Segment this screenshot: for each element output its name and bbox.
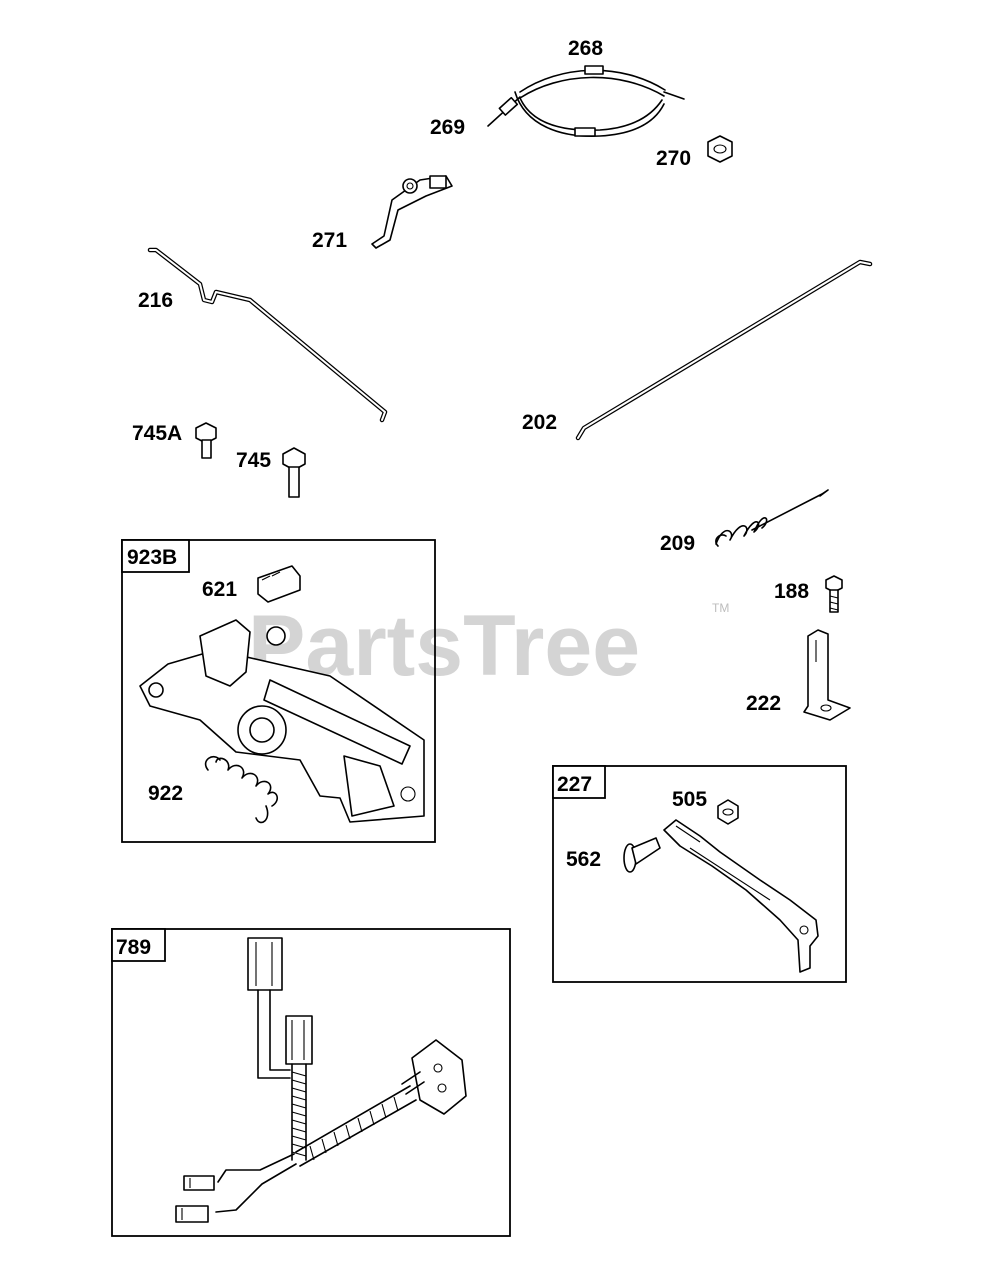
callout-202: 202	[522, 411, 557, 434]
part-202-rod[interactable]	[575, 259, 873, 441]
part-271-bracket[interactable]	[371, 175, 453, 249]
part-222-bracket[interactable]	[803, 629, 851, 721]
part-621-switch[interactable]	[257, 565, 301, 603]
callout-222: 222	[746, 692, 781, 715]
callout-188: 188	[774, 580, 809, 603]
group-923B-label: 923B	[127, 546, 177, 569]
part-505-nut[interactable]	[717, 799, 739, 825]
part-562-rivet[interactable]	[623, 837, 661, 873]
callout-505: 505	[672, 788, 707, 811]
callout-621: 621	[202, 578, 237, 601]
part-269-cable-end[interactable]	[487, 96, 521, 127]
callout-745A: 745A	[132, 422, 182, 445]
callout-562: 562	[566, 848, 601, 871]
callout-270: 270	[656, 147, 691, 170]
part-216-rod[interactable]	[147, 247, 388, 423]
group-789-frame	[111, 928, 511, 1237]
part-789-wire-harness[interactable]	[175, 937, 467, 1223]
group-227-tag	[552, 765, 606, 799]
part-268-cable[interactable]	[514, 65, 685, 137]
part-745A-bolt[interactable]	[195, 422, 217, 459]
part-270-nut[interactable]	[707, 135, 733, 163]
callout-268: 268	[568, 37, 603, 60]
group-789-label: 789	[116, 936, 151, 959]
part-209-spring[interactable]	[715, 489, 829, 547]
callout-269: 269	[430, 116, 465, 139]
part-227-lever[interactable]	[663, 819, 819, 973]
group-923B-frame	[121, 539, 436, 843]
group-789-tag	[111, 928, 166, 962]
part-745-bolt[interactable]	[282, 447, 306, 498]
callout-922: 922	[148, 782, 183, 805]
group-227-frame	[552, 765, 847, 983]
trademark: TM	[712, 601, 729, 615]
group-227-label: 227	[557, 773, 592, 796]
group-923B-tag	[121, 539, 190, 573]
callout-271: 271	[312, 229, 347, 252]
part-188-screw[interactable]	[825, 575, 843, 613]
part-922-spring[interactable]	[204, 755, 279, 824]
callout-745: 745	[236, 449, 271, 472]
callout-216: 216	[138, 289, 173, 312]
part-923B-control-plate[interactable]	[139, 619, 425, 823]
callout-209: 209	[660, 532, 695, 555]
